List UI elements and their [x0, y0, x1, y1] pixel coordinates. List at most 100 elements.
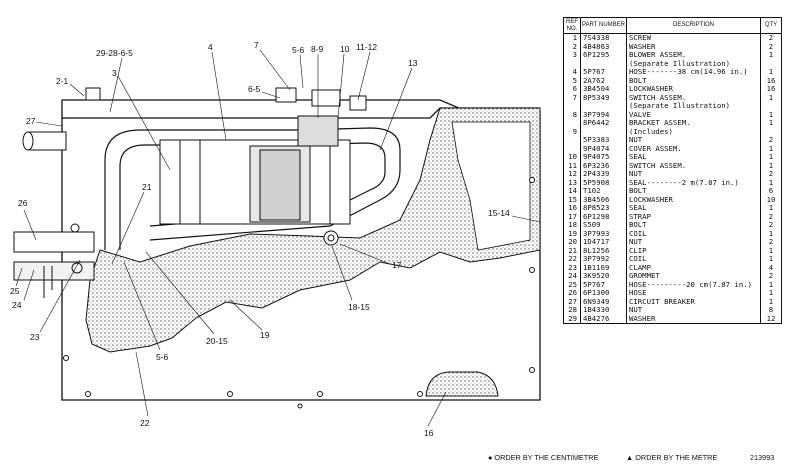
ref-cell: 19 [563, 229, 581, 239]
qty-cell: 12 [760, 314, 782, 325]
ref-cell: 9 [563, 127, 581, 137]
ref-cell: 8 [563, 110, 581, 120]
callout-13: 13 [408, 58, 418, 68]
qty-cell: 1 [760, 280, 782, 290]
qty-cell: 2 [760, 221, 782, 230]
ref-cell: 11 [563, 161, 581, 171]
ref-cell: 7 [563, 93, 581, 103]
header-ref-no: REF NO. [563, 16, 581, 35]
qty-cell: 2 [760, 212, 782, 222]
part-number-cell: 3P7993 [580, 229, 627, 239]
callout-10: 10 [340, 44, 350, 54]
part-number-cell: 3K9520 [580, 272, 627, 281]
description-cell: NUT [626, 136, 761, 145]
header-description: DESCRIPTION [626, 16, 761, 35]
part-number-cell: 1B1169 [580, 263, 627, 273]
qty-cell: 1 [760, 110, 782, 120]
header-qty: QTY [760, 16, 782, 35]
ref-cell: 16 [563, 204, 581, 213]
qty-cell: 1 [760, 161, 782, 171]
description-cell: LOCKWASHER [626, 85, 761, 94]
part-number-cell: 2A762 [580, 76, 627, 86]
callout-24: 24 [12, 300, 22, 310]
part-number-cell: 8P5349 [580, 93, 627, 103]
part-number-cell: S509 [580, 221, 627, 230]
ref-number: 4 [572, 68, 577, 77]
qty-cell: 16 [760, 76, 782, 86]
hose-loop [104, 127, 401, 250]
qty-cell [760, 127, 782, 137]
description-cell: HOSE [626, 289, 761, 298]
parts-table-header: REF NO. PART NUMBER DESCRIPTION QTY [563, 16, 782, 35]
callout-22: 22 [140, 418, 150, 428]
description-cell: NUT [626, 306, 761, 315]
part-number-cell: 6P3236 [580, 161, 627, 171]
qty-cell: 1 [760, 178, 782, 188]
part-number-cell: 9P4075 [580, 153, 627, 162]
callout-11-12: 11-12 [356, 42, 377, 52]
qty-cell: 2 [760, 136, 782, 145]
callout-19: 19 [260, 330, 270, 340]
description-cell: WASHER [626, 42, 761, 52]
description-cell: (Separate Illustration) [626, 102, 761, 111]
part-number-cell: 8P6442 [580, 119, 627, 128]
qty-cell: 1 [760, 93, 782, 103]
ref-cell: 22 [563, 255, 581, 264]
table-row: (Separate Illustration) [563, 102, 782, 111]
callout-5-6-lower: 5-6 [156, 352, 169, 362]
qty-cell: 1 [760, 255, 782, 264]
callout-6-5: 6-5 [248, 84, 261, 94]
callout-5-6: 5-6 [292, 45, 305, 55]
ref-cell: 15 [563, 195, 581, 205]
top-fittings [85, 87, 367, 147]
callout-21: 21 [142, 182, 152, 192]
description-cell: BOLT [626, 221, 761, 230]
callout-2-1: 2-1 [56, 76, 69, 86]
illustration-code: 213993 [750, 453, 775, 462]
leader-lines [15, 49, 541, 427]
qty-cell: 1 [760, 153, 782, 162]
part-number-cell: 3P7994 [580, 110, 627, 120]
part-number-cell: 3P7992 [580, 255, 627, 264]
callout-20-15: 20-15 [206, 336, 228, 346]
callout-23: 23 [30, 332, 40, 342]
qty-cell [760, 102, 782, 111]
qty-cell [760, 59, 782, 69]
part-number-cell: 1D4717 [580, 238, 627, 247]
part-number-cell: 9P4074 [580, 144, 627, 154]
callout-labels: 2-1 27 29-28-6-5 3 4 7 5-6 8-9 10 11-12 … [10, 40, 510, 438]
qty-cell: 1 [760, 246, 782, 256]
part-number-cell [580, 102, 627, 111]
qty-cell: 2 [760, 33, 782, 43]
ref-cell: 1 [563, 33, 581, 43]
bolt-markers [63, 177, 535, 409]
qty-cell: 1 [760, 229, 782, 239]
part-number-cell: 5P767 [580, 68, 627, 77]
description-cell: (Separate Illustration) [626, 59, 761, 69]
ref-cell: 14 [563, 187, 581, 196]
qty-cell: 1 [760, 144, 782, 154]
ref-cell [563, 102, 581, 111]
callout-27: 27 [26, 116, 36, 126]
part-number-cell: 6P1300 [580, 289, 627, 298]
description-cell: SWITCH ASSEM. [626, 93, 761, 103]
ref-cell: 23 [563, 263, 581, 273]
callout-16: 16 [424, 428, 434, 438]
qty-cell: 16 [760, 85, 782, 94]
callout-25: 25 [10, 286, 20, 296]
ref-cell: 28 [563, 306, 581, 315]
description-cell: CIRCUIT BREAKER [626, 297, 761, 307]
description-cell: BLOWER ASSEM. [626, 51, 761, 60]
